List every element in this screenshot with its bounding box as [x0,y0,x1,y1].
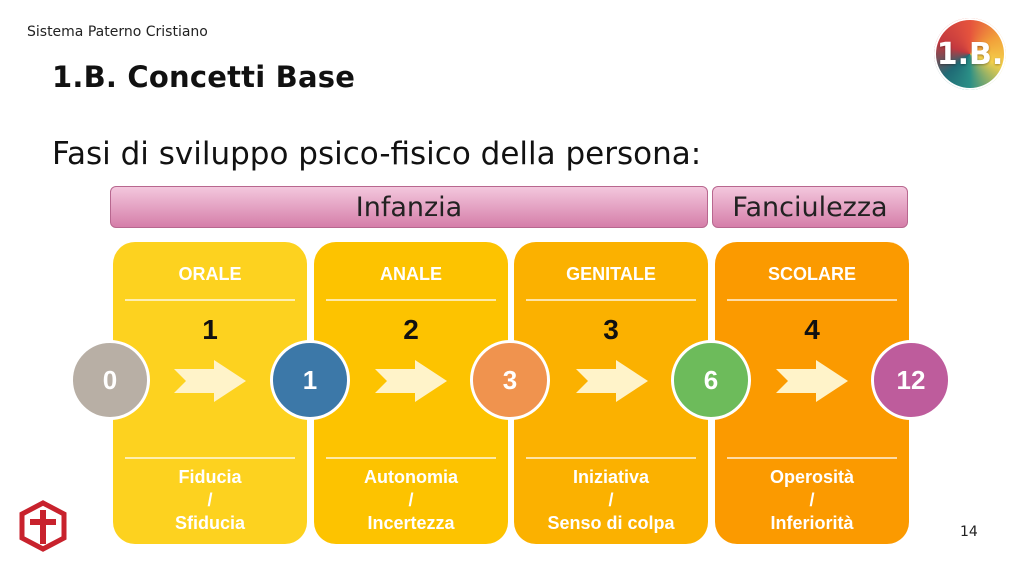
logo-badge-text: 1.B. [936,36,1004,72]
phase-divider-top [125,299,295,301]
phase-divider-bottom [526,457,696,459]
phase-name: ORALE [178,264,242,284]
cross-shield-logo-icon [19,500,67,552]
phase-name: SCOLARE [767,264,856,284]
age-circle-0: 0 [70,340,150,420]
phase-number: 2 [403,314,419,345]
crisis-positive: Iniziativa [572,467,650,487]
phase-divider-bottom [125,457,295,459]
phase-crisis: Iniziativa / Senso di colpa [514,466,708,535]
phase-crisis: Fiducia / Sfiducia [113,466,307,535]
organization-label: Sistema Paterno Cristiano [27,24,208,40]
crisis-separator: / [408,490,414,510]
phase-name: ANALE [380,264,442,284]
phase-name: GENITALE [566,264,656,284]
age-circle-3: 3 [470,340,550,420]
crisis-separator: / [207,490,213,510]
crisis-positive: Operosità [769,467,855,487]
band-fanciulezza: Fanciulezza [712,186,908,228]
phase-number: 1 [202,314,218,345]
phase-number: 4 [804,314,820,345]
arrow-right-icon [576,360,648,402]
crisis-positive: Fiducia [178,467,242,487]
slide-subtitle: Fasi di sviluppo psico-fisico della pers… [52,136,702,172]
phase-number: 3 [603,314,619,345]
logo-badge: 1.B. [934,18,1006,90]
phase-crisis: Autonomia / Incertezza [314,466,508,535]
page-title: 1.B. Concetti Base [52,60,356,94]
phase-divider-top [326,299,496,301]
crisis-negative: Senso di colpa [547,513,675,533]
phase-divider-top [727,299,897,301]
age-circle-6: 6 [671,340,751,420]
arrow-right-icon [776,360,848,402]
phase-crisis: Operosità / Inferiorità [715,466,909,535]
crisis-separator: / [608,490,614,510]
age-circle-12: 12 [871,340,951,420]
crisis-positive: Autonomia [364,467,458,487]
crisis-negative: Sfiducia [174,513,245,533]
age-circle-1: 1 [270,340,350,420]
phase-divider-top [526,299,696,301]
crisis-negative: Inferiorità [770,513,854,533]
crisis-negative: Incertezza [367,513,455,533]
arrow-right-icon [174,360,246,402]
phase-divider-bottom [326,457,496,459]
band-infanzia: Infanzia [110,186,708,228]
crisis-separator: / [809,490,815,510]
page-number: 14 [960,524,978,540]
phase-divider-bottom [727,457,897,459]
arrow-right-icon [375,360,447,402]
